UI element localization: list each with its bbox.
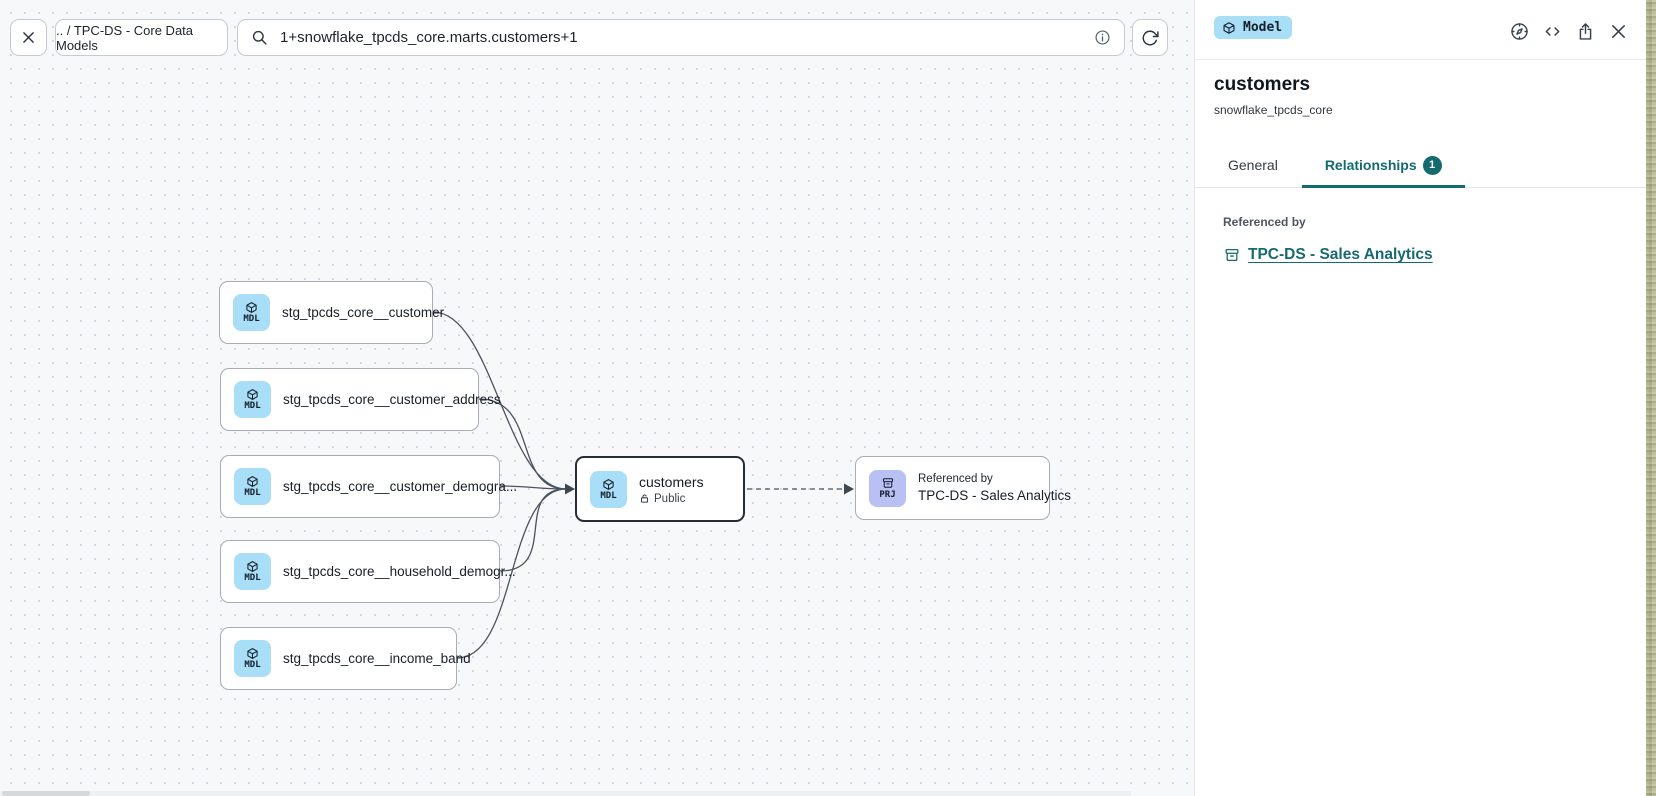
edge-arrowhead bbox=[565, 483, 575, 495]
reference-link-row[interactable]: TPC-DS - Sales Analytics bbox=[1223, 246, 1646, 264]
edge bbox=[432, 311, 567, 490]
scrollbar-thumb[interactable] bbox=[2, 791, 90, 796]
node-label: TPC-DS - Sales Analytics bbox=[918, 488, 1072, 503]
model-icon: MDL bbox=[234, 553, 271, 590]
node-label: stg_tpcds_core__customer bbox=[282, 305, 445, 320]
horizontal-scrollbar[interactable] bbox=[0, 791, 1131, 796]
node-label: stg_tpcds_core__household_demogr... bbox=[283, 564, 516, 579]
panel-tabs: General Relationships 1 bbox=[1195, 145, 1646, 188]
close-panel-button[interactable] bbox=[1606, 19, 1630, 43]
edge-arrowhead bbox=[844, 483, 854, 495]
refresh-icon bbox=[1141, 29, 1159, 47]
model-node-stg-income-band[interactable]: MDL stg_tpcds_core__income_band bbox=[220, 627, 471, 690]
model-node-customers-selected[interactable]: MDL customers Public bbox=[575, 456, 745, 522]
reference-project-link[interactable]: TPC-DS - Sales Analytics bbox=[1248, 246, 1433, 263]
close-icon bbox=[20, 29, 37, 46]
public-unlocked-icon bbox=[639, 493, 650, 504]
panel-subtitle: snowflake_tpcds_core bbox=[1214, 103, 1333, 117]
share-icon bbox=[1579, 22, 1591, 40]
model-type-badge: Model bbox=[1214, 16, 1293, 39]
lineage-search[interactable] bbox=[237, 19, 1125, 56]
model-type-label: Model bbox=[1243, 20, 1283, 35]
edge bbox=[499, 488, 567, 572]
refresh-button[interactable] bbox=[1132, 19, 1168, 56]
panel-title: customers bbox=[1214, 74, 1311, 95]
node-label: stg_tpcds_core__income_band bbox=[283, 651, 471, 666]
model-icon: MDL bbox=[234, 468, 271, 505]
view-code-button[interactable] bbox=[1540, 19, 1564, 43]
search-icon bbox=[250, 28, 269, 47]
cube-icon bbox=[1223, 21, 1235, 34]
model-node-stg-customer[interactable]: MDL stg_tpcds_core__customer bbox=[219, 281, 444, 344]
node-label: stg_tpcds_core__customer_demogra... bbox=[283, 479, 518, 494]
close-graph-button[interactable] bbox=[10, 19, 47, 56]
model-icon: MDL bbox=[234, 640, 271, 677]
info-icon[interactable] bbox=[1093, 28, 1112, 47]
node-visibility: Public bbox=[654, 492, 686, 505]
referenced-by-label: Referenced by bbox=[1223, 215, 1306, 229]
search-input[interactable] bbox=[280, 29, 1082, 46]
tab-relationships[interactable]: Relationships 1 bbox=[1301, 145, 1465, 188]
breadcrumb-label: .. / TPC-DS - Core Data Models bbox=[56, 22, 194, 53]
details-panel: Model customers snowflake_tpcds_core bbox=[1194, 0, 1646, 796]
node-label: stg_tpcds_core__customer_address bbox=[283, 392, 501, 407]
edge bbox=[478, 398, 567, 490]
project-node-sales-analytics[interactable]: PRJ Referenced by TPC-DS - Sales Analyti… bbox=[855, 456, 1071, 520]
edge bbox=[499, 485, 567, 490]
model-node-stg-customer-address[interactable]: MDL stg_tpcds_core__customer_address bbox=[220, 368, 501, 431]
model-icon: MDL bbox=[234, 381, 271, 418]
code-icon bbox=[1545, 26, 1559, 36]
lineage-edges bbox=[432, 311, 854, 659]
edge bbox=[456, 488, 567, 659]
model-icon: MDL bbox=[233, 294, 270, 331]
node-label: customers bbox=[639, 473, 704, 490]
share-button[interactable] bbox=[1573, 19, 1597, 43]
model-node-stg-household-demographics[interactable]: MDL stg_tpcds_core__household_demogr... bbox=[220, 540, 516, 603]
close-icon bbox=[1611, 24, 1625, 38]
lineage-compass-button[interactable] bbox=[1507, 19, 1531, 43]
breadcrumb[interactable]: .. / TPC-DS - Core Data Models bbox=[55, 19, 228, 56]
tab-general[interactable]: General bbox=[1228, 157, 1278, 173]
project-archive-icon bbox=[1223, 246, 1241, 264]
model-icon: MDL bbox=[590, 470, 627, 508]
lineage-canvas[interactable]: .. / TPC-DS - Core Data Models MDL stg_t… bbox=[0, 0, 1194, 796]
relationships-count-badge: 1 bbox=[1422, 155, 1442, 175]
compass-icon bbox=[1510, 22, 1528, 40]
node-kicker: Referenced by bbox=[918, 473, 993, 485]
model-node-stg-customer-demographics[interactable]: MDL stg_tpcds_core__customer_demogra... bbox=[220, 455, 517, 518]
panel-header: Model bbox=[1195, 0, 1646, 60]
desktop-wallpaper-strip bbox=[1646, 0, 1656, 796]
project-icon: PRJ bbox=[869, 469, 906, 507]
